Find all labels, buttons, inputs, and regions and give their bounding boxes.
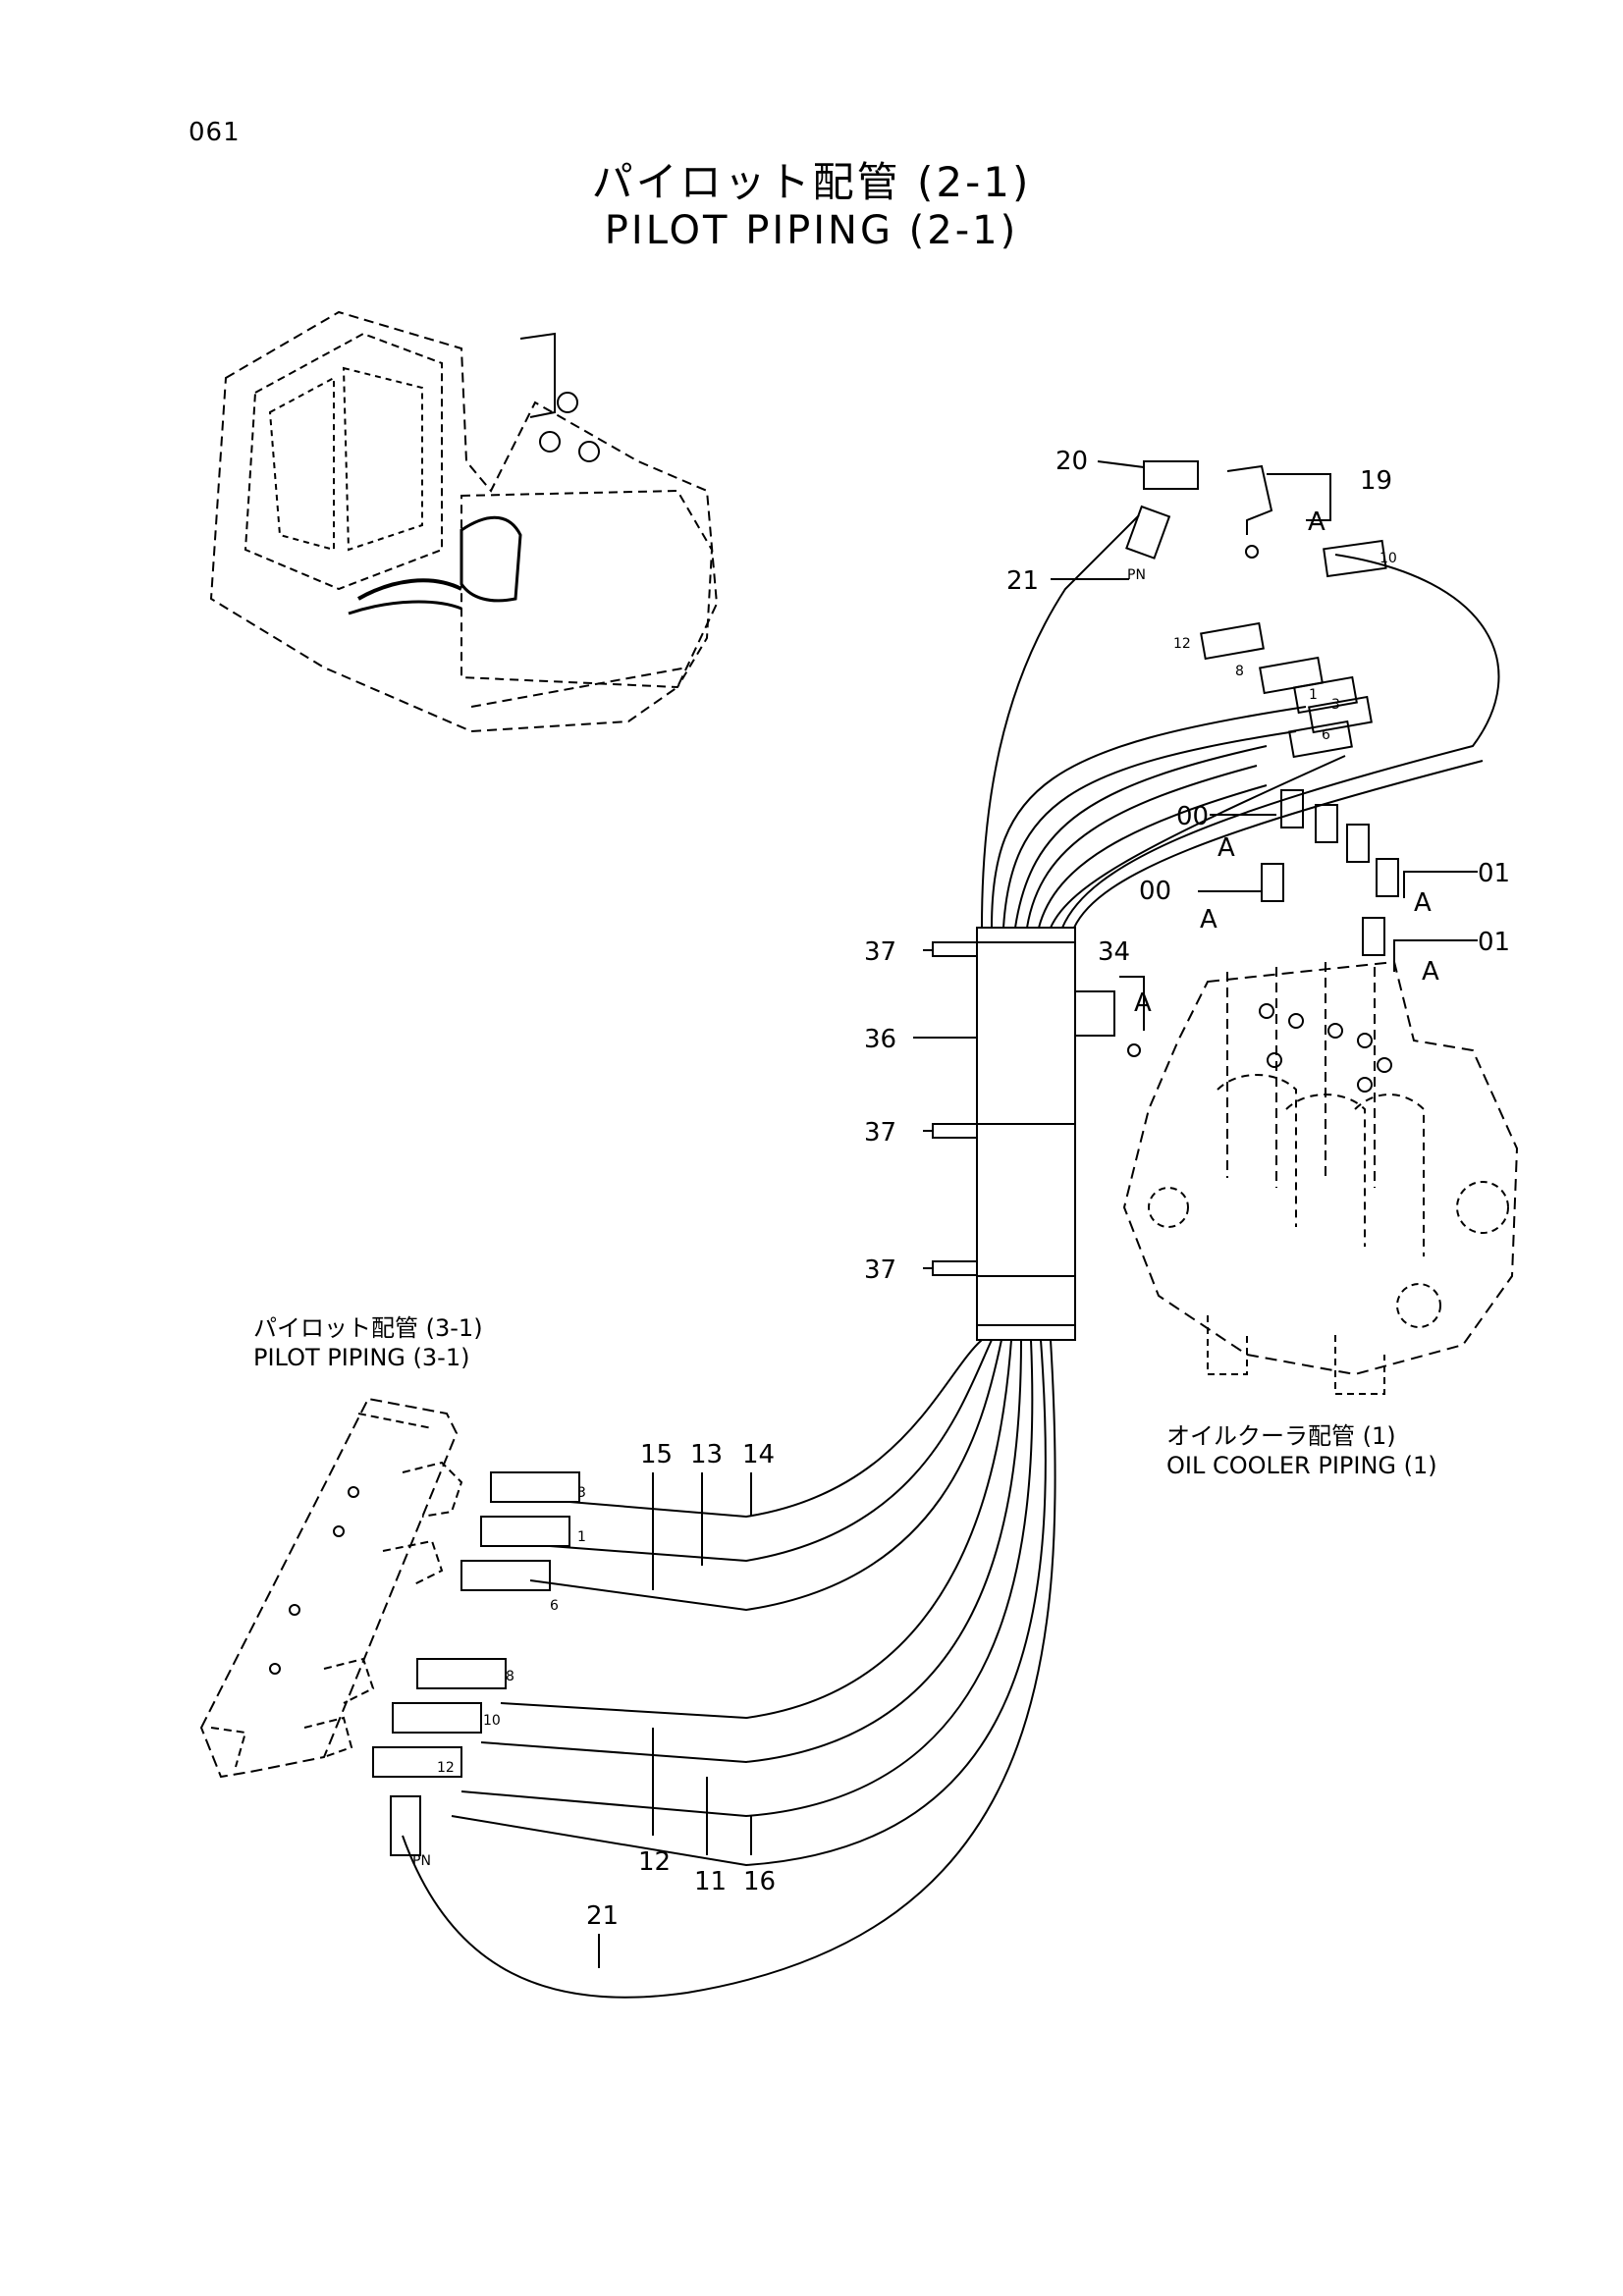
hose-fitting-12 — [372, 1746, 462, 1778]
callout-19: 19 — [1360, 466, 1392, 496]
fitting-12-top — [1200, 621, 1265, 661]
reference-label-en: PILOT PIPING (3-1) — [253, 1344, 470, 1371]
hose-tag-3-bottom: 3 — [577, 1485, 586, 1501]
hose-bundle-lower — [402, 1339, 1056, 1999]
pilot-manifold-illustration — [199, 1397, 463, 1779]
hose-tag-10-bottom: 10 — [483, 1713, 501, 1729]
elbow-fitting-34 — [1074, 990, 1115, 1037]
callout-a-34: A — [1134, 988, 1152, 1018]
hose-tag-8-bottom: 8 — [506, 1669, 514, 1684]
reference-label-jp: パイロット配管 (3-1) — [253, 1314, 483, 1342]
adapter-01-a — [1376, 858, 1399, 897]
elbow-fitting-19 — [1226, 464, 1273, 535]
hose-tag-pn-bottom: PN — [412, 1853, 431, 1869]
clamp-37-b — [932, 1123, 978, 1139]
callout-21-bottom: 21 — [586, 1901, 619, 1931]
fitting-3-top — [1308, 695, 1373, 734]
callout-12: 12 — [638, 1847, 671, 1877]
adapter-00-c — [1346, 824, 1370, 863]
excavator-illustration — [209, 310, 719, 733]
callout-a-00-b: A — [1200, 905, 1217, 934]
callout-15: 15 — [640, 1440, 673, 1469]
callout-a-19: A — [1308, 507, 1325, 537]
clamp-37-a — [932, 941, 978, 957]
hose-tag-pn-top: PN — [1127, 567, 1146, 583]
hose-tag-1-bottom: 1 — [577, 1529, 586, 1545]
callout-11: 11 — [694, 1867, 727, 1896]
callout-14: 14 — [742, 1440, 775, 1469]
callout-37-c: 37 — [864, 1255, 896, 1285]
reference-oil-cooler-piping: オイルクーラ配管 (1) OIL COOLER PIPING (1) — [1166, 1421, 1437, 1480]
callout-a-01-b: A — [1422, 957, 1439, 987]
fitting-20 — [1143, 460, 1199, 490]
adapter-00-d — [1261, 863, 1284, 902]
callout-00-a: 00 — [1176, 802, 1209, 831]
fitting-6-top — [1288, 720, 1353, 759]
callout-34: 34 — [1098, 937, 1130, 967]
hose-tag-6-bottom: 6 — [550, 1598, 559, 1614]
callout-00-b: 00 — [1139, 877, 1171, 906]
reference-label-en: OIL COOLER PIPING (1) — [1166, 1452, 1437, 1479]
callout-01-a: 01 — [1478, 859, 1510, 888]
hose-fitting-1 — [480, 1516, 570, 1547]
hose-tag-6-top: 6 — [1322, 727, 1330, 743]
page-title-japanese: パイロット配管 (2-1) — [591, 158, 1032, 206]
fitting-21-top — [1125, 505, 1171, 560]
hose-tag-8-top: 8 — [1235, 664, 1244, 679]
hose-fitting-3 — [490, 1471, 580, 1503]
callout-37-a: 37 — [864, 937, 896, 967]
hose-tag-12-bottom: 12 — [437, 1760, 455, 1776]
adapter-00-b — [1315, 804, 1338, 843]
clamp-37-c — [932, 1260, 978, 1276]
callout-20: 20 — [1055, 447, 1088, 476]
hose-fitting-8 — [416, 1658, 507, 1689]
callout-16: 16 — [743, 1867, 776, 1896]
callout-01-b: 01 — [1478, 928, 1510, 957]
hose-tag-1-top: 1 — [1309, 687, 1318, 703]
callout-a-01-a: A — [1414, 888, 1432, 918]
page-number: 061 — [189, 118, 241, 147]
callout-36: 36 — [864, 1025, 896, 1054]
adapter-01-b — [1362, 917, 1385, 956]
callout-13: 13 — [690, 1440, 723, 1469]
hose-fitting-6 — [460, 1560, 551, 1591]
callout-a-00-a: A — [1217, 833, 1235, 863]
callout-37-b: 37 — [864, 1118, 896, 1148]
page-title-english: PILOT PIPING (2-1) — [604, 208, 1019, 253]
hose-bundle — [976, 514, 1500, 1341]
reference-label-jp: オイルクーラ配管 (1) — [1166, 1422, 1396, 1450]
hose-tag-10-top: 10 — [1380, 551, 1397, 566]
fitting-1-top — [1293, 675, 1358, 715]
reference-pilot-piping-3-1: パイロット配管 (3-1) PILOT PIPING (3-1) — [253, 1313, 483, 1372]
callout-21-top: 21 — [1006, 566, 1039, 596]
hose-tag-12-top: 12 — [1173, 636, 1191, 652]
hose-fitting-pn — [390, 1795, 421, 1856]
fitting-10-top — [1323, 539, 1387, 578]
control-valve-illustration — [1122, 960, 1519, 1395]
adapter-00-a — [1280, 789, 1304, 828]
hose-fitting-10 — [392, 1702, 482, 1734]
hose-tag-3-top: 3 — [1331, 697, 1340, 713]
